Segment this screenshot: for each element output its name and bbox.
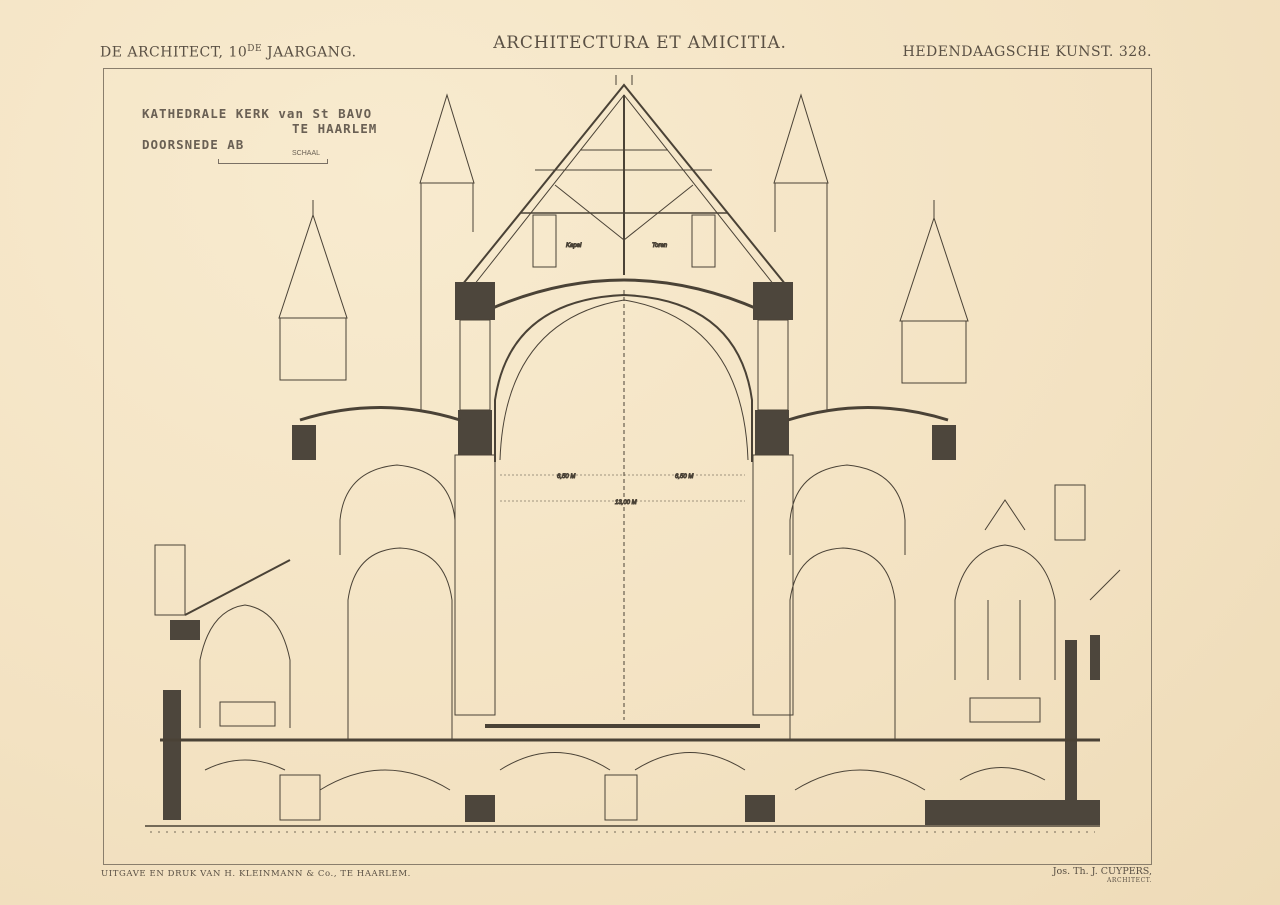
dim-nave-width: 13,00 M bbox=[615, 500, 637, 506]
upper-towers bbox=[419, 93, 829, 410]
right-chapel bbox=[954, 484, 1121, 820]
roof-truss bbox=[457, 75, 791, 291]
publisher-credit: UITGAVE EN DRUK VAN H. KLEINMANN & Co., … bbox=[101, 869, 411, 879]
roof-label-right: Toren bbox=[652, 243, 668, 249]
side-spires bbox=[278, 200, 969, 384]
aisle-vaults bbox=[299, 406, 949, 740]
drawing-frame bbox=[103, 68, 1152, 865]
architect-credit: Jos. Th. J. CUYPERS, ARCHITECT. bbox=[1053, 866, 1152, 884]
dim-right-half: 6,50 M bbox=[675, 474, 693, 480]
header-motto: ARCHITECTURA ET AMICITIA. bbox=[493, 33, 787, 53]
main-piers bbox=[292, 282, 956, 460]
nave-vault bbox=[487, 278, 761, 720]
title-line-2: TE HAARLEM bbox=[292, 121, 378, 136]
header-plate-number: HEDENDAAGSCHE KUNST. 328. bbox=[902, 44, 1152, 60]
scale-label: SCHAAL bbox=[292, 150, 321, 157]
header-journal-sup: DE bbox=[247, 44, 263, 54]
drawing-title-block: KATHEDRALE KERK van St BAVO TE HAARLEM D… bbox=[142, 106, 377, 152]
roof-label-left: Kapel bbox=[566, 243, 582, 249]
left-chapel bbox=[154, 544, 291, 820]
scale-bar bbox=[218, 159, 328, 164]
header-journal-suffix: JAARGANG. bbox=[262, 44, 357, 61]
title-line-1: KATHEDRALE KERK van St BAVO bbox=[142, 106, 373, 121]
dim-left-half: 6,50 M bbox=[557, 474, 575, 480]
crypt bbox=[145, 724, 1100, 833]
header-journal-text: DE ARCHITECT, 10 bbox=[100, 44, 248, 61]
architect-role: ARCHITECT. bbox=[1106, 877, 1152, 884]
title-line-3: DOORSNEDE AB bbox=[142, 137, 245, 152]
header-journal: DE ARCHITECT, 10DE JAARGANG. bbox=[100, 44, 357, 61]
architect-name: Jos. Th. J. CUYPERS, bbox=[1052, 866, 1152, 877]
